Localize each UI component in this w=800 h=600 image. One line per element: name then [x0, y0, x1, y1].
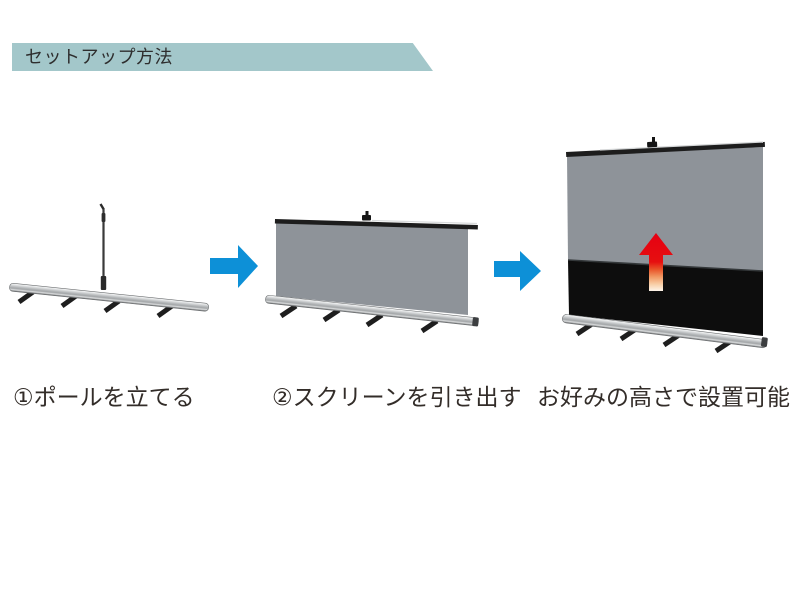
step1-caption: ①ポールを立てる	[13, 384, 195, 410]
step2-base-end-cap	[472, 317, 479, 327]
section-title: セットアップ方法	[25, 47, 173, 67]
arrow-right-icon	[494, 251, 541, 291]
step2-caption: ②スクリーンを引き出す	[272, 384, 522, 410]
step2-illustration	[265, 211, 479, 334]
step3-illustration	[562, 137, 768, 354]
step1-pole-bracket	[100, 276, 107, 290]
step2-foot-1	[279, 303, 298, 319]
step2-foot-3	[365, 312, 384, 328]
step2-foot-2	[322, 307, 341, 323]
step1-base-bar	[9, 283, 209, 312]
step3-screen-surface	[567, 147, 763, 271]
step3-caption: お好みの高さで設置可能	[537, 384, 790, 410]
step3-base-end-cap	[760, 337, 768, 348]
arrow-right-icon	[210, 245, 258, 288]
step3-screen-lower-panel	[568, 260, 763, 336]
step1-pole-joint	[101, 213, 106, 222]
step1-foot-1	[17, 289, 35, 305]
step2-screen-surface	[276, 223, 468, 315]
step1-illustration	[9, 203, 209, 319]
step3-handle-stem	[652, 137, 655, 143]
step2-foot-4	[420, 318, 439, 334]
arrow-up-icon	[639, 233, 673, 291]
step3-panel-boundary	[567, 259, 764, 272]
step3-handle	[647, 141, 658, 148]
step3-top-bar-highlight	[599, 141, 764, 151]
step2-top-bar-highlight	[371, 219, 478, 225]
step3-top-bar	[565, 141, 765, 157]
step1-pole-tip	[99, 203, 105, 210]
section-header-banner: セットアップ方法	[12, 43, 433, 71]
step1-foot-3	[103, 298, 121, 314]
step2-top-bar	[274, 219, 478, 230]
step2-handle	[362, 215, 371, 221]
step2-handle-stem	[365, 211, 369, 216]
